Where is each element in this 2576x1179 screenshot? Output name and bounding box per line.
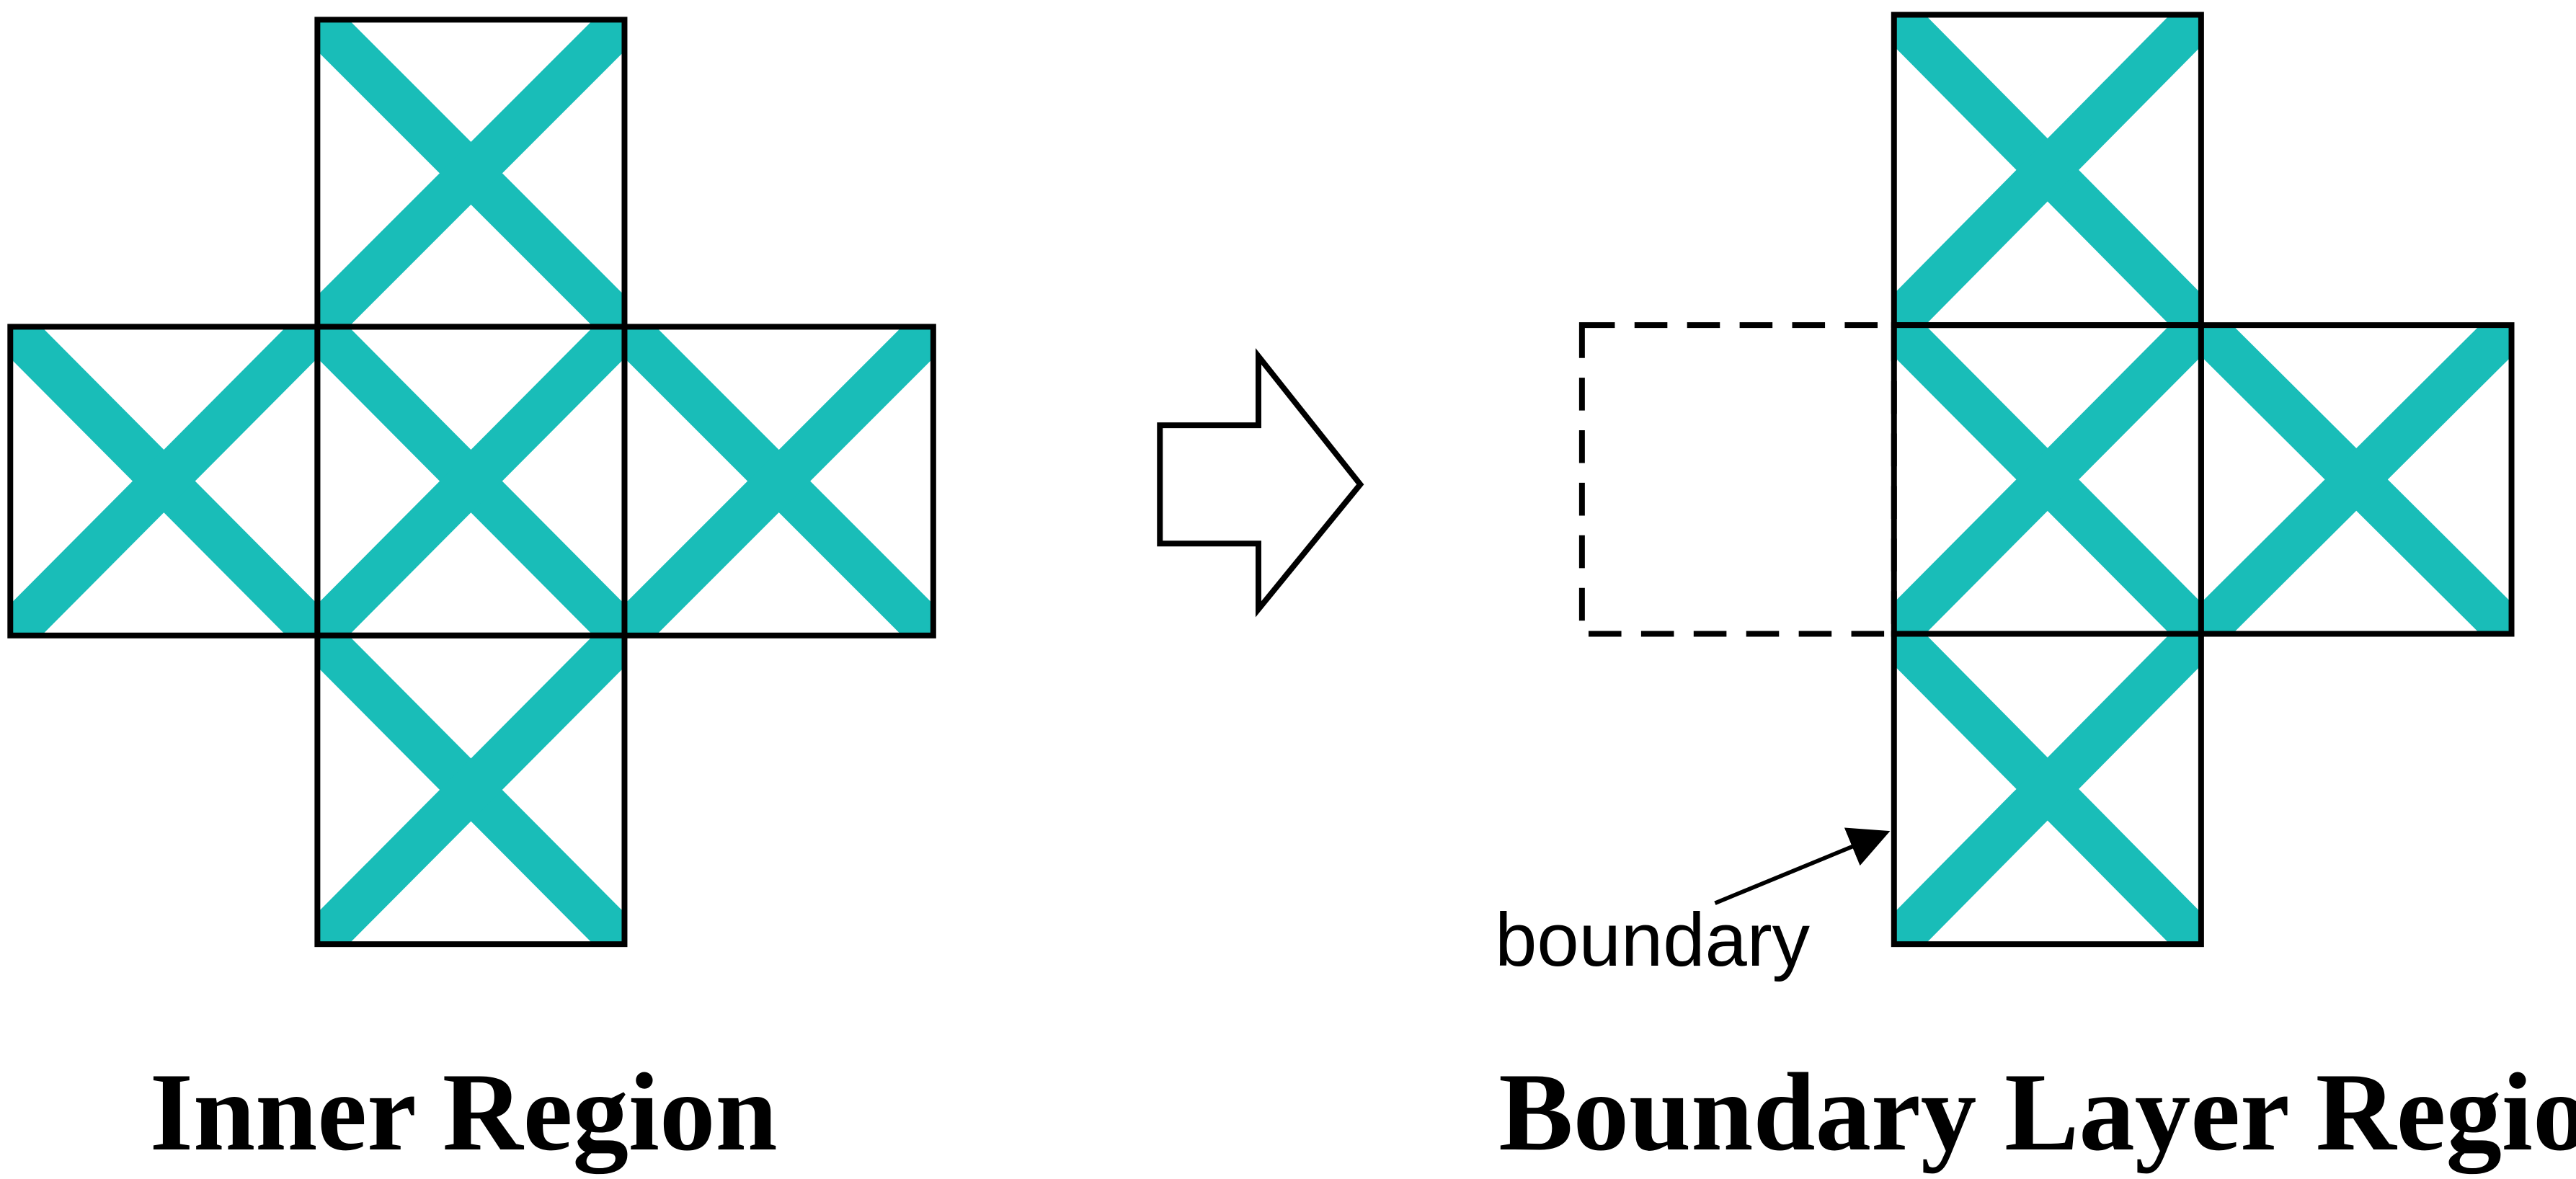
boundary-cell-center (1891, 322, 2204, 637)
boundary-region-diagram: boundary (1495, 12, 2515, 982)
diagonal-strut-b (1893, 325, 2201, 634)
diagonal-strut-b (1893, 14, 2201, 326)
boundary-annotation-label: boundary (1495, 898, 1811, 982)
boundary-pointer-arrow (1714, 827, 1891, 905)
inner-region-caption: Inner Region (150, 1050, 778, 1174)
cell-outline (1891, 631, 2204, 948)
diagonal-strut-b (317, 326, 625, 636)
cell-outline (621, 324, 936, 639)
diagonal-strut-b (317, 19, 625, 327)
boundary-cell-top (1891, 12, 2204, 329)
diagonal-strut-b (317, 635, 625, 945)
cell-outline (2198, 322, 2515, 637)
boundary-cell-bottom (1891, 631, 2204, 948)
diagonal-strut-b (2200, 325, 2512, 634)
inner-cell-right (621, 324, 936, 639)
diagonal-strut-b (624, 326, 933, 636)
inner-cell-left (7, 324, 321, 639)
inner-region-diagram (7, 17, 936, 948)
boundary-cell-right (2198, 322, 2515, 637)
inner-cell-bottom (314, 632, 628, 948)
inner-cell-center (314, 324, 628, 639)
cell-outline (314, 632, 628, 948)
diagonal-strut-b (10, 326, 318, 636)
inner-cell-top (314, 17, 628, 330)
missing-cell-dashed-outline (1578, 322, 1897, 637)
boundary-layer-region-caption: Boundary Layer Region (1498, 1050, 2576, 1174)
diagonal-strut-b (1893, 633, 2201, 945)
right-arrow-icon (1157, 348, 1364, 618)
